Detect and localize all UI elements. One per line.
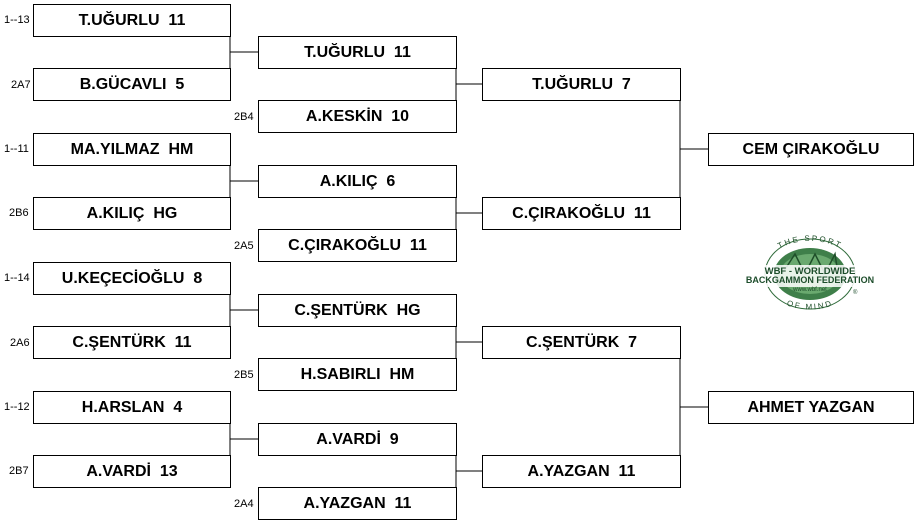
player-box: C.ŞENTÜRK HG: [258, 294, 457, 327]
seed-label: 2A7: [11, 79, 31, 91]
seed-label: 2A4: [234, 498, 254, 510]
logo-line2: BACKGAMMON FEDERATION: [746, 275, 874, 285]
seed-label: 2B4: [234, 111, 254, 123]
seed-label: 1--13: [4, 14, 30, 26]
player-box: H.SABIRLI HM: [258, 358, 457, 391]
player-box: C.ŞENTÜRK 7: [482, 326, 681, 359]
seed-label: 2B6: [9, 207, 29, 219]
player-box: T.UĞURLU 7: [482, 68, 681, 101]
seed-label: 2A6: [10, 337, 30, 349]
seed-label: 1--14: [4, 272, 30, 284]
player-box: A.YAZGAN 11: [482, 455, 681, 488]
player-box: C.ŞENTÜRK 11: [33, 326, 231, 359]
seed-label: 1--11: [4, 143, 29, 155]
logo-bottom-text: OF MIND: [786, 299, 834, 312]
player-box: A.KESKİN 10: [258, 100, 457, 133]
player-box: C.ÇIRAKOĞLU 11: [482, 197, 681, 230]
player-box: H.ARSLAN 4: [33, 391, 231, 424]
logo-line1: WBF - WORLDWIDE: [765, 266, 856, 277]
player-box: C.ÇIRAKOĞLU 11: [258, 229, 457, 262]
player-box: B.GÜCAVLI 5: [33, 68, 231, 101]
player-box: A.KILIÇ HG: [33, 197, 231, 230]
player-box: T.UĞURLU 11: [33, 4, 231, 37]
winner-box: CEM ÇIRAKOĞLU: [708, 133, 914, 166]
player-box: A.YAZGAN 11: [258, 487, 457, 520]
player-box: MA.YILMAZ HM: [33, 133, 231, 166]
seed-label: 2A5: [234, 240, 254, 252]
seed-label: 2B7: [9, 465, 29, 477]
logo-url: www.wbf.net: [792, 287, 827, 293]
player-box: A.VARDİ 9: [258, 423, 457, 456]
logo-registered-mark: ®: [853, 289, 858, 296]
seed-label: 2B5: [234, 369, 254, 381]
winner-box: AHMET YAZGAN: [708, 391, 914, 424]
player-box: A.VARDİ 13: [33, 455, 231, 488]
wbf-logo: THE SPORT WBF - WORLDWIDE BACKGAMMON FED…: [738, 234, 882, 312]
player-box: A.KILIÇ 6: [258, 165, 457, 198]
player-box: T.UĞURLU 11: [258, 36, 457, 69]
player-box: U.KEÇECİOĞLU 8: [33, 262, 231, 295]
seed-label: 1--12: [4, 401, 30, 413]
